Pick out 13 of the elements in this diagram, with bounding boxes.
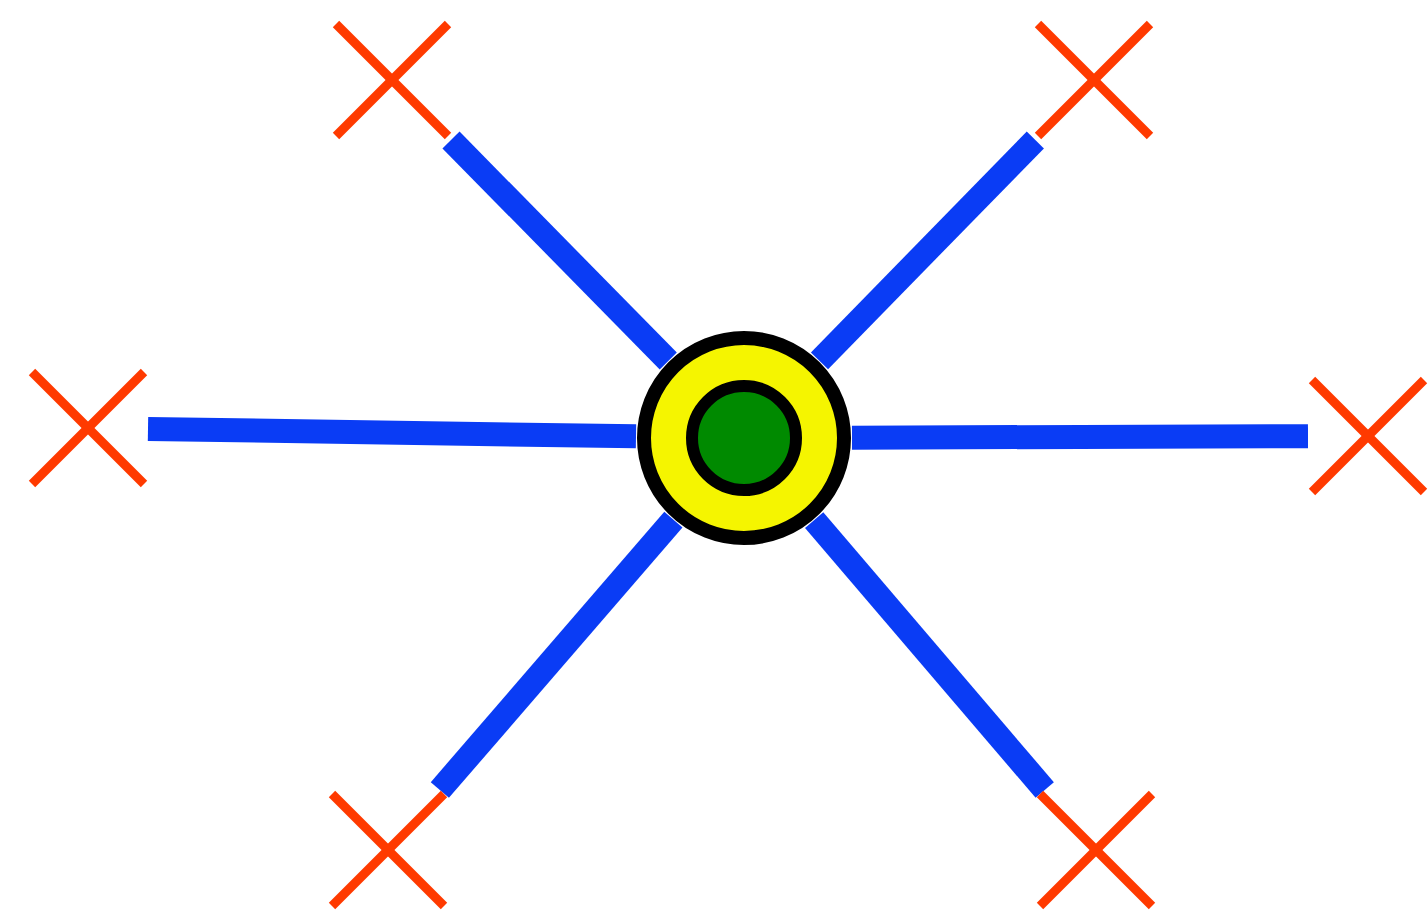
connector-line [810,131,1044,370]
connector-line [430,511,683,798]
connector-line [147,416,637,449]
cross-mark [1036,790,1156,910]
cross-mark [1308,376,1428,496]
connector-line [805,512,1054,798]
cross-mark [28,368,148,488]
hub-circle [636,330,852,546]
cross-mark [1034,20,1154,140]
cross-mark [332,20,452,140]
cross-mark [328,790,448,910]
connector-line [442,131,677,370]
connector-line [851,424,1309,450]
